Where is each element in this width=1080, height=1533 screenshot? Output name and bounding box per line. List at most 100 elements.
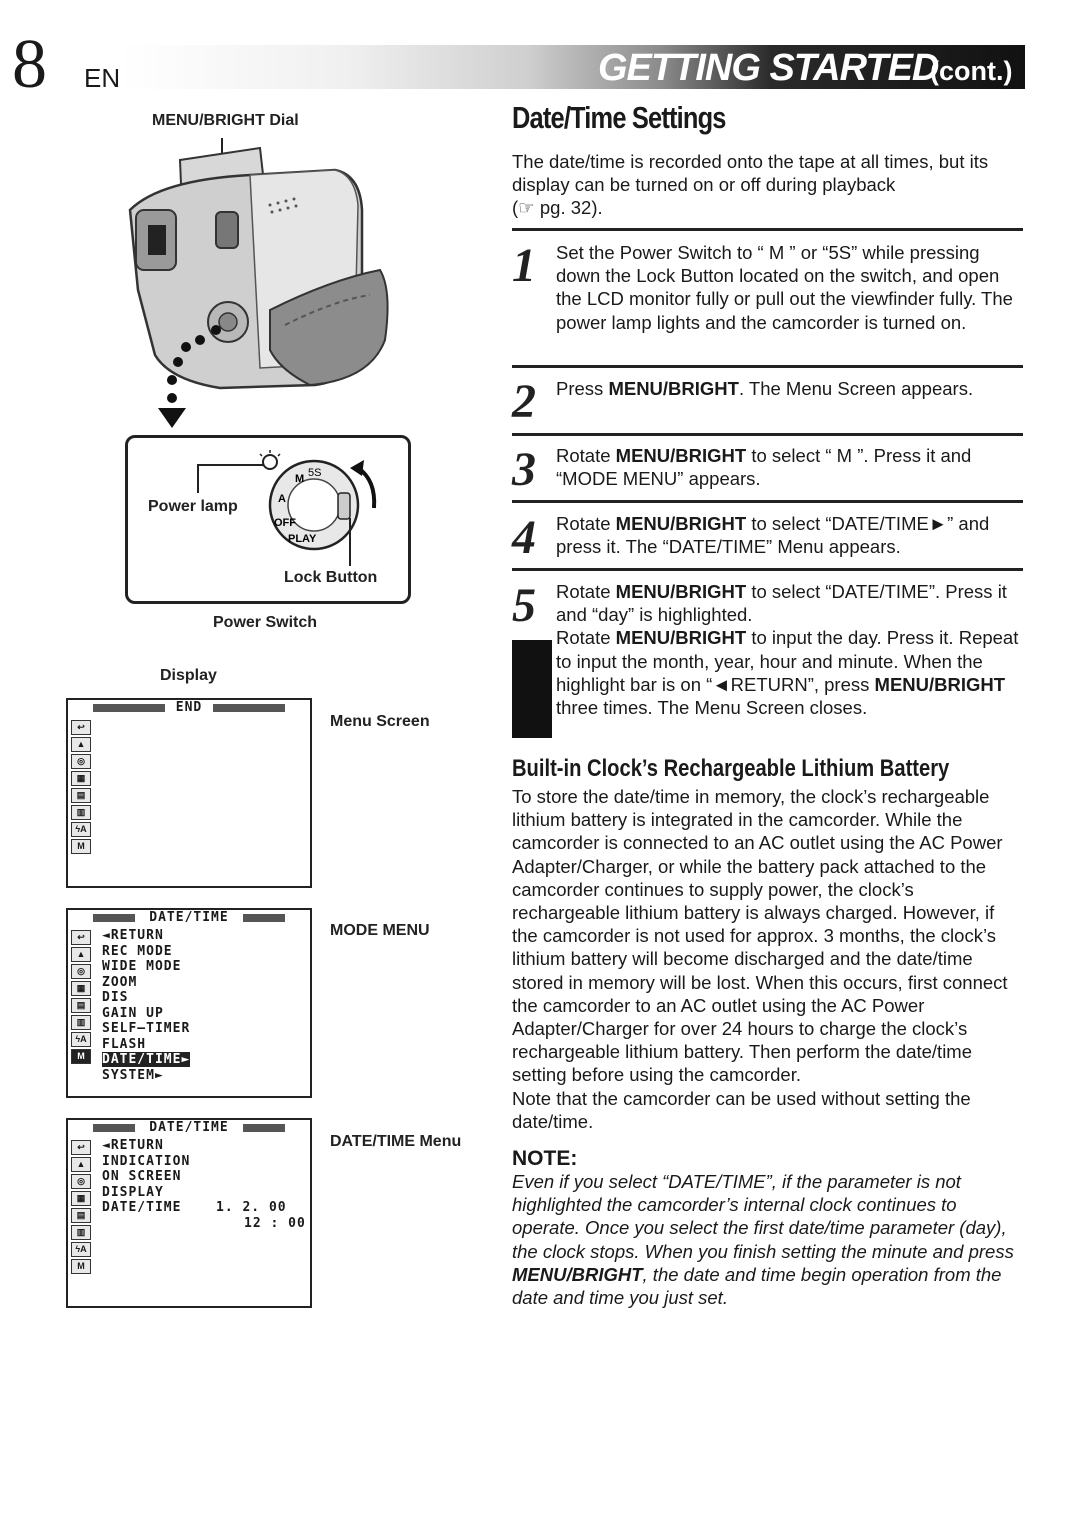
picture-icon: ▦ [71,981,91,996]
power-switch-dial: M 5S A OFF PLAY [197,450,377,566]
menu-item: ON SCREEN [102,1169,182,1184]
step-number-3: 3 [512,443,536,496]
menu-item-highlighted: DATE/TIME► [102,1052,191,1067]
step-4-key: MENU/BRIGHT [615,513,747,534]
intro-paragraph: The date/time is recorded onto the tape … [512,150,1024,220]
power-switch-label: Power Switch [213,614,318,631]
step-3-pre: Rotate [556,445,616,466]
dial-mark-m: M [295,473,304,485]
menu-item: INDICATION [102,1153,191,1169]
datetime-menu-titlebar: DATE/TIME [93,1120,285,1135]
chapter-cont: (cont.) [930,56,1013,86]
manual-mode-icon: M [71,839,91,854]
step-divider [512,365,1023,368]
flash-icon: ϟA [71,1032,91,1047]
manual-mode-icon: M [71,1049,91,1064]
step-4-pre: Rotate [556,513,616,534]
step-divider [512,500,1023,503]
display-label: Display [160,667,217,684]
page-language: EN [84,63,121,93]
return-icon: ↩ [71,1140,91,1155]
step-3-post: to select “ M ”. Press it and “MODE MENU… [556,445,972,490]
dial-mark-off: OFF [274,517,296,529]
note-heading: NOTE: [512,1147,578,1170]
step-divider [512,228,1023,231]
wipe-icon: ◎ [71,1174,91,1189]
menu-item: DISPLAY [102,1184,164,1200]
dial-mark-5s: 5S [308,467,321,479]
mode-menu-caption: MODE MENU [330,922,430,939]
step-number-5: 5 [512,579,536,632]
menu-item: GAIN UP [102,1005,164,1021]
step-5-bar [512,640,552,738]
menu-item: ◄RETURN [102,928,164,943]
flash-icon: ϟA [71,1242,91,1257]
menu-item: ◄RETURN [102,1138,164,1153]
menu-item: DIS [102,990,129,1005]
step-divider [512,433,1023,436]
wipe-icon: ◎ [71,754,91,769]
flash-icon: ϟA [71,822,91,837]
menu-item: WIDE MODE [102,959,182,974]
battery-section-title: Built-in Clock’s Rechargeable Lithium Ba… [512,755,950,782]
camera-icon: ▲ [71,737,91,752]
menu-screen-caption: Menu Screen [330,713,430,730]
step-5-part-b: Rotate MENU/BRIGHT to input the day. Pre… [556,627,1019,719]
step-divider [512,568,1023,571]
picture-icon: ▦ [71,771,91,786]
step-5-part-a: Rotate MENU/BRIGHT to select “DATE/TIME”… [556,581,1007,626]
menu-item: REC MODE [102,943,173,959]
time-value: 12 : 00 [244,1215,306,1231]
step-2-pre: Press [556,378,609,399]
menu-icon-column: ↩ ▲ ◎ ▦ ▤ ▥ ϟA M [71,720,91,856]
picture-icon: ▦ [71,1191,91,1206]
lock-button-label: Lock Button [284,569,378,586]
section-title: Date/Time Settings [512,100,726,135]
menu-item: FLASH [102,1036,147,1052]
step-4-post: to select “DATE/TIME►” and press it. The… [556,513,990,558]
battery-note: Note that the camcorder can be used with… [512,1087,971,1132]
datetime-menu-caption: DATE/TIME Menu [330,1133,462,1150]
step-2-post: . The Menu Screen appears. [738,378,974,399]
datetime-menu-title: DATE/TIME [149,1120,229,1135]
note-text: Even if you select “DATE/TIME”, if the p… [512,1171,1014,1309]
step-number-2: 2 [512,375,536,428]
menu-item: ZOOM [102,974,138,990]
battery-text: To store the date/time in memory, the cl… [512,786,1008,1086]
step-number-4: 4 [512,511,536,564]
camera-icon: ▲ [71,947,91,962]
step-2-text: Press MENU/BRIGHT. The Menu Screen appea… [556,377,1024,400]
system-icon: ▥ [71,1015,91,1030]
menu-item: SELF–TIMER [102,1021,191,1036]
system-icon: ▥ [71,805,91,820]
power-switch-inset: Power lamp Lock Button M 5S A OFF PLAY [125,435,411,604]
mode-menu-icon-column: ↩ ▲ ◎ ▦ ▤ ▥ ϟA M [71,930,91,1066]
display-icon: ▤ [71,788,91,803]
step-1-text: Set the Power Switch to “ M ” or “5S” wh… [556,242,1013,333]
menu-screen-titlebar: END [93,700,285,715]
step-3-key: MENU/BRIGHT [615,445,747,466]
camcorder-illustration [128,138,389,428]
power-lamp-label: Power lamp [148,498,238,515]
manual-mode-icon: M [71,1259,91,1274]
menu-item: SYSTEM► [102,1067,164,1083]
return-icon: ↩ [71,720,91,735]
step-5-text: Rotate MENU/BRIGHT to select “DATE/TIME”… [556,580,1024,719]
step-number-1: 1 [512,239,536,292]
dial-label: MENU/BRIGHT Dial [152,112,299,129]
dial-mark-a: A [278,493,286,505]
page-number: 8 [12,26,47,103]
intro-page-ref: (☞ pg. 32). [512,197,603,219]
mode-menu-titlebar: DATE/TIME [93,910,285,925]
step-4-text: Rotate MENU/BRIGHT to select “DATE/TIME►… [556,512,1024,558]
display-icon: ▤ [71,1208,91,1223]
return-icon: ↩ [71,930,91,945]
mode-menu-title: DATE/TIME [149,910,229,925]
intro-text: The date/time is recorded onto the tape … [512,151,989,196]
display-icon: ▤ [71,998,91,1013]
chapter-title: GETTING STARTED [598,47,939,89]
